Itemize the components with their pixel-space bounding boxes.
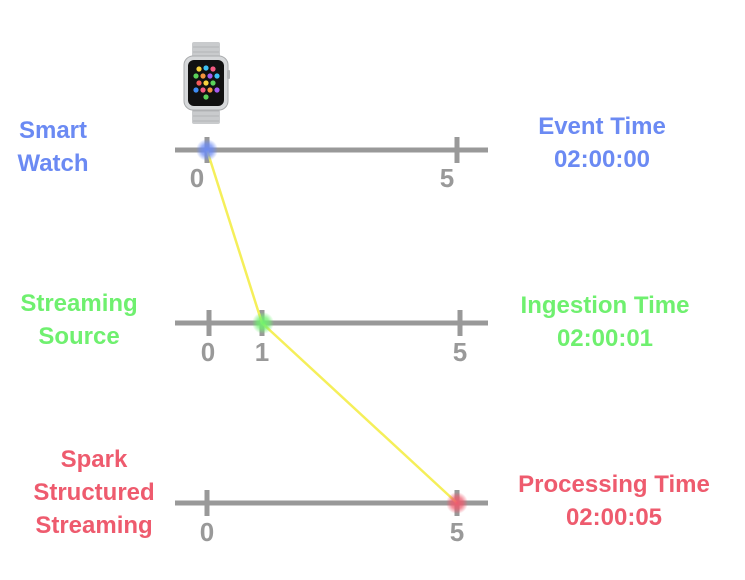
label-line: Ingestion Time — [520, 292, 690, 319]
label-line: Event Time — [538, 113, 666, 140]
event-path-line — [205, 149, 458, 504]
smart-watch-label: Smart Watch — [0, 114, 106, 180]
tick-label: 0 — [201, 337, 215, 367]
event-marker-spark — [446, 492, 468, 514]
smartwatch-icon — [183, 42, 230, 124]
event-marker-streaming-source — [252, 312, 274, 334]
event-marker-smart-watch — [196, 139, 218, 161]
processing-time-axis: 0 5 — [175, 490, 488, 547]
label-line: Source — [38, 323, 120, 350]
label-line: Streaming — [20, 290, 138, 317]
label-line: 02:00:00 — [553, 146, 651, 173]
tick-label: 5 — [453, 337, 467, 367]
tick-label: 5 — [450, 517, 464, 547]
label-line: Watch — [17, 150, 89, 177]
tick-label: 1 — [255, 337, 269, 367]
label-line: Streaming — [35, 512, 153, 539]
label-line: 02:00:01 — [556, 325, 654, 352]
event-time-axis: 0 5 — [175, 137, 488, 193]
label-line: Processing Time — [518, 471, 710, 498]
tick-label: 0 — [200, 517, 214, 547]
tick-label: 5 — [440, 163, 454, 193]
event-time-label: Event Time 02:00:00 — [487, 110, 717, 176]
ingestion-time-axis: 0 1 5 — [175, 310, 488, 367]
spark-structured-streaming-label: Spark Structured Streaming — [0, 443, 188, 542]
tick-label: 0 — [190, 163, 204, 193]
label-line: 02:00:05 — [565, 504, 663, 531]
label-line: Spark — [60, 446, 128, 473]
label-line: Smart — [18, 117, 88, 144]
ingestion-time-label: Ingestion Time 02:00:01 — [476, 289, 734, 355]
processing-time-label: Processing Time 02:00:05 — [486, 468, 742, 534]
streaming-source-label: Streaming Source — [0, 287, 158, 353]
label-line: Structured — [33, 479, 155, 506]
